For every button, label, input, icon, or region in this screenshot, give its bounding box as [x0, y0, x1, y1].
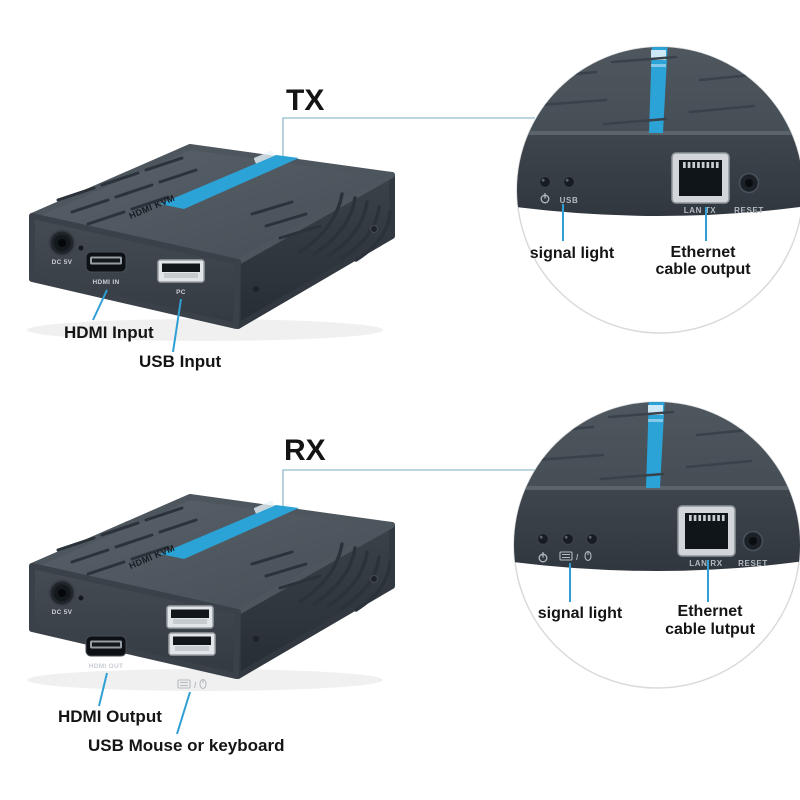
rx-ethernet-callout-line2: cable lutput — [665, 621, 755, 638]
rx-device: HDMI KVM DC 5V HDMI OUT / — [27, 497, 392, 691]
tx-usb-pointer-line — [172, 298, 182, 353]
tx-led-pinhole — [78, 245, 84, 251]
rx-usb-port-bottom — [168, 632, 216, 656]
tx-power-led — [538, 175, 552, 189]
tx-lan-port — [671, 152, 730, 204]
rx-hdmi-port — [85, 635, 127, 657]
tx-section: TX HDMI KVM DC 5V HDMI IN PC HDMI Input … — [27, 46, 800, 371]
tx-usb-callout: USB Input — [139, 352, 221, 371]
tx-zoom-bracket-line — [282, 117, 535, 158]
rx-section-title: RX — [284, 434, 326, 467]
rx-lan-port — [677, 505, 736, 557]
tx-reset-label: RESET — [734, 206, 764, 215]
rx-mouse-led — [585, 532, 599, 546]
rx-led-icon-slash: / — [576, 553, 579, 562]
rx-hdmi-port-label: HDMI OUT — [89, 663, 124, 670]
tx-ethernet-callout-line2: cable output — [655, 261, 751, 278]
tx-usb-led — [562, 175, 576, 189]
tx-hdmi-callout: HDMI Input — [64, 323, 154, 342]
rx-hdmi-callout: HDMI Output — [58, 707, 162, 726]
rx-power-led — [536, 532, 550, 546]
rx-ethernet-callout-line1: Ethernet — [678, 603, 744, 620]
tx-usb-led-label: USB — [560, 196, 579, 205]
rx-lan-label: LAN RX — [689, 559, 722, 568]
rx-device-chassis — [27, 497, 392, 691]
tx-device: HDMI KVM DC 5V HDMI IN PC — [27, 147, 392, 341]
rx-reset-button — [742, 530, 764, 552]
tx-signal-callout: signal light — [530, 245, 615, 262]
rx-usb-pointer-line — [176, 691, 191, 735]
tx-section-title: TX — [286, 84, 324, 117]
tx-hdmi-pointer-line — [92, 289, 108, 321]
rx-usb-icon-slash: / — [194, 681, 197, 690]
rx-keyboard-led — [561, 532, 575, 546]
rx-hdmi-pointer-line — [98, 672, 108, 707]
rx-led-pinhole — [78, 595, 84, 601]
rx-usb-icons: / — [177, 678, 207, 690]
tx-hdmi-port-label: HDMI IN — [92, 279, 119, 286]
rx-reset-label: RESET — [738, 559, 768, 568]
tx-reset-button — [738, 172, 760, 194]
rx-dc-jack — [48, 579, 76, 607]
tx-hdmi-port — [85, 251, 127, 273]
rx-section: RX HDMI KVM DC 5V HDMI OUT / HDMI Output… — [27, 401, 800, 755]
rx-dc-label: DC 5V — [52, 609, 73, 616]
tx-lan-label: LAN TX — [684, 206, 717, 215]
rx-usb-port-top — [166, 605, 214, 629]
tx-rear-panel-closeup: USB LAN TX RESET signal light Ethernet c… — [516, 46, 800, 334]
tx-ethernet-callout-line1: Ethernet — [671, 244, 737, 261]
rx-signal-callout: signal light — [538, 605, 623, 622]
tx-device-chassis — [27, 147, 392, 341]
rx-rear-panel-closeup: / LAN RX RESET signal light Ethernet cab… — [513, 401, 800, 689]
rx-usb-callout: USB Mouse or keyboard — [88, 736, 285, 755]
tx-usb-port-label: PC — [176, 289, 186, 296]
rx-zoom-bracket-line — [282, 469, 536, 508]
tx-dc-jack — [48, 229, 76, 257]
tx-usb-port — [157, 259, 205, 283]
tx-dc-label: DC 5V — [52, 259, 73, 266]
